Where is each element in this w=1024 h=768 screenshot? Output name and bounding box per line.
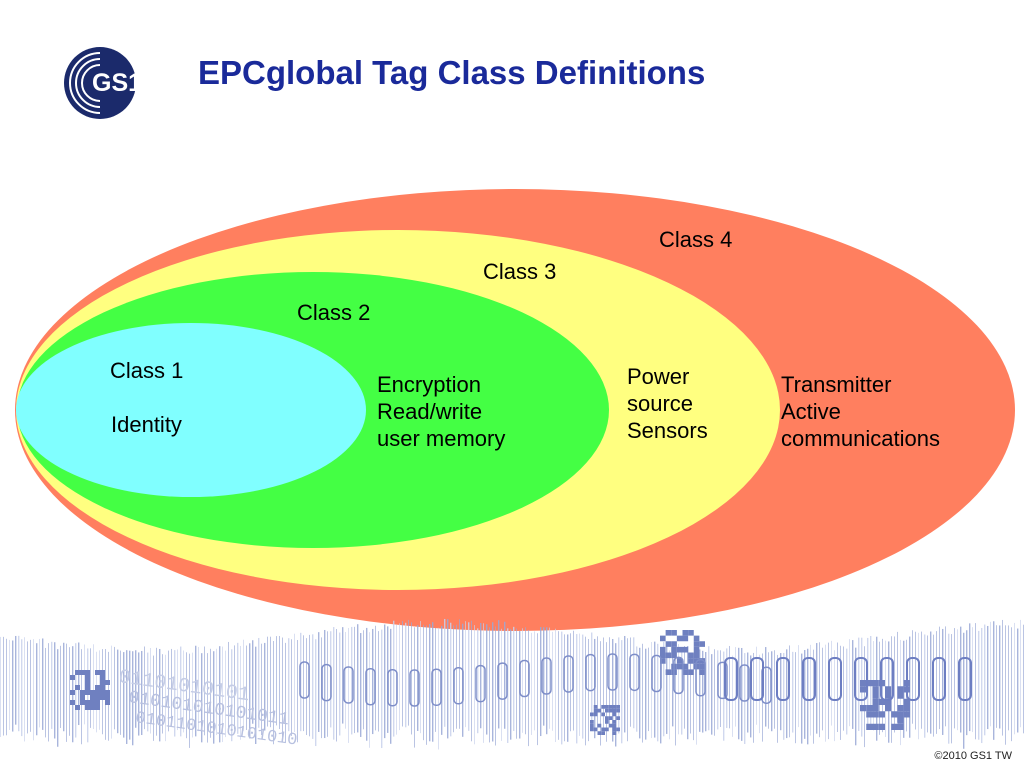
class-1-label: Class 1 [110, 358, 184, 383]
class-1-feature: Identity [111, 412, 182, 437]
class-4-feature: Transmitter [781, 372, 892, 397]
class-3-label: Class 3 [483, 259, 557, 284]
class-4-feature: Active [781, 399, 841, 424]
barcode-capsules [299, 653, 972, 707]
class-2-label: Class 2 [297, 300, 371, 325]
copyright: ©2010 GS1 TW [934, 750, 1012, 762]
class-2-features: Encryption Read/write user memory [377, 371, 505, 452]
page-title: EPCglobal Tag Class Definitions [198, 54, 706, 91]
class-3-feature: Power [627, 364, 690, 389]
class-2-feature: user memory [377, 426, 506, 451]
class-4-features: Transmitter Active communications [781, 371, 940, 452]
barcode-decoration: 01101010101 010101010101011 010110101010… [0, 618, 1024, 751]
class-3-feature: source [627, 391, 694, 416]
class-2-feature: Read/write [377, 399, 483, 424]
logo-text: GS1 [92, 69, 142, 97]
class-2-feature: Encryption [377, 372, 481, 397]
class-4-label: Class 4 [659, 227, 733, 252]
class-3-feature: Sensors [627, 418, 708, 443]
logo-circle [64, 47, 136, 119]
class-4-feature: communications [781, 426, 940, 451]
gs1-logo: GS1 [64, 47, 142, 119]
class-3-features: Power source Sensors [627, 363, 708, 444]
class-1-ellipse [16, 323, 366, 497]
